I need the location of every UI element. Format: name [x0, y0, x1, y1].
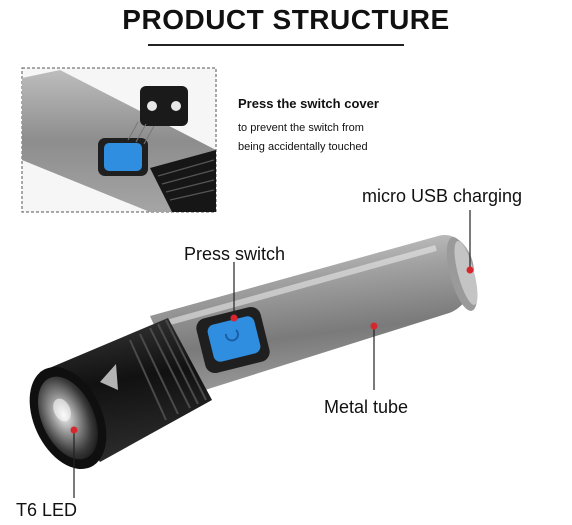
- label-metal-tube: Metal tube: [324, 397, 409, 417]
- label-press-switch: Press switch: [184, 244, 286, 264]
- inset-caption-line-2: being accidentally touched: [238, 141, 368, 153]
- inset-switch-button: [104, 143, 142, 171]
- led-marker-dot: [70, 426, 78, 434]
- main-flashlight: [29, 234, 478, 470]
- press-switch-button: [207, 316, 261, 362]
- inset-heading: Press the switch cover: [238, 96, 379, 111]
- label-micro-usb: micro USB charging: [362, 186, 523, 206]
- press-arrows: [127, 121, 155, 145]
- title-underline: [148, 44, 404, 46]
- inset-caption-line-1: to prevent the switch from: [238, 122, 364, 134]
- power-icon: [225, 329, 239, 342]
- switch-cover-icon: [140, 86, 188, 126]
- switch-marker-dot: [230, 314, 238, 322]
- page-title: PRODUCT STRUCTURE: [122, 4, 450, 35]
- label-t6-led: T6 LED: [16, 500, 78, 520]
- tube-marker-dot: [370, 322, 378, 330]
- callouts: [70, 210, 474, 498]
- usb-marker-dot: [466, 266, 474, 274]
- inset-flashlight-closeup: [22, 70, 216, 212]
